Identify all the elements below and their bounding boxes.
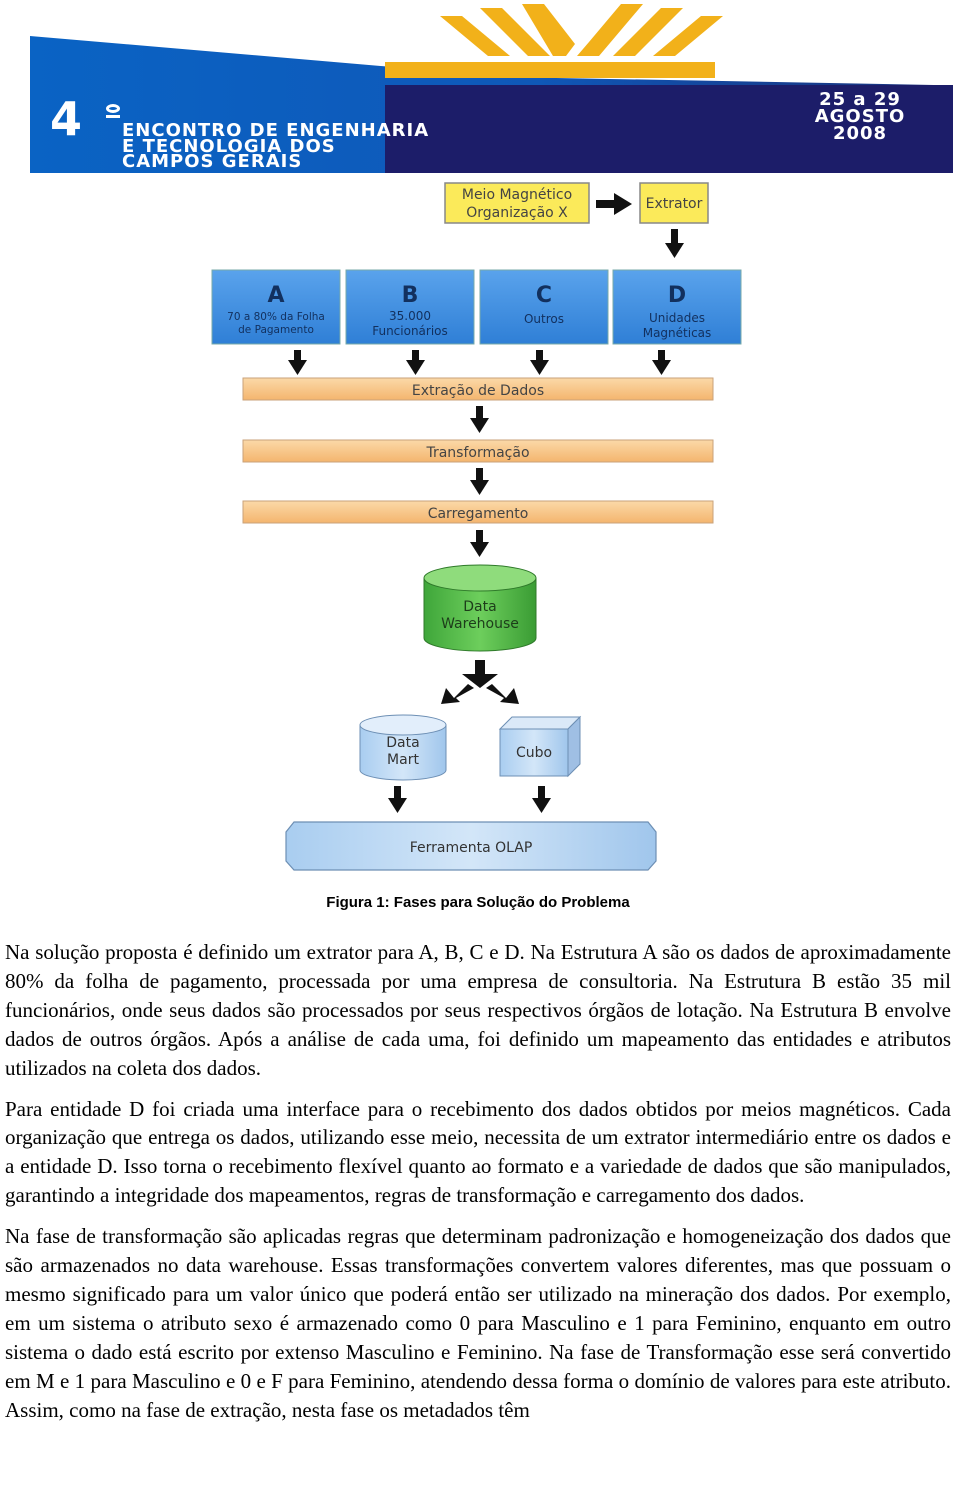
entity-desc-2: de Pagamento [238,324,314,336]
banner-navy-band [385,85,953,173]
arrow-right-icon [596,193,632,215]
entity-desc-1: Unidades [649,311,705,325]
phase-label: Carregamento [428,506,529,522]
datamart-label-2: Mart [387,752,419,768]
entity-letter: D [668,283,686,308]
entity-desc-2: Magnéticas [643,326,712,340]
source-label-1: Meio Magnético [462,187,572,203]
entity-desc-1: Outros [524,312,564,326]
arrow-down-icon [665,229,684,258]
phase-extraction: Extração de Dados [242,377,714,401]
arrow-down-icon [470,468,489,495]
banner-date-line-3: 2008 [832,123,888,144]
entity-desc-1: 35.000 [389,309,431,323]
ordinal-indicator-icon [106,104,120,113]
datamart-label-1: Data [386,735,419,751]
arrow-down-icon [470,530,489,557]
arrow-down-icon [288,350,671,375]
entity-box-b: B 35.000 Funcionários [345,269,475,345]
paragraph: Na solução proposta é definido um extrat… [5,940,951,1080]
figure-caption: Figura 1: Fases para Solução do Problema [326,894,630,911]
banner-date-line-2: AGOSTO [814,106,906,127]
entity-desc-2: Funcionários [372,324,448,338]
entity-letter: C [536,283,552,308]
phase-loading: Carregamento [242,500,714,524]
ordinal-underline [106,115,120,118]
olap-label: Ferramenta OLAP [410,840,533,856]
arrow-down-icon [388,786,551,813]
event-logo-icon [385,4,723,78]
cube-label: Cubo [516,745,552,761]
entity-letter: A [267,283,284,308]
extractor-label: Extrator [646,196,703,212]
source-label-2: Organização X [466,205,568,221]
banner-title-line-1: ENCONTRO DE ENGENHARIA [122,120,430,141]
event-banner: 4 ENCONTRO DE ENGENHARIA E TECNOLOGIA DO… [30,0,953,175]
entity-box-d: D Unidades Magnéticas [612,269,742,345]
article-body: Na solução proposta é definido um extrat… [5,938,951,1437]
paragraph: Para entidade D foi criada uma interface… [5,1096,951,1208]
split-arrow-icon [441,660,519,704]
paragraph: Na fase de transformação são aplicadas r… [5,1224,951,1422]
data-mart-cylinder: Data Mart [359,714,447,781]
etl-diagram: Meio Magnético Organização X Extrator A … [211,182,742,871]
arrow-down-icon [470,406,489,433]
phase-transformation: Transformação [242,439,714,463]
phase-label: Extração de Dados [412,383,544,399]
banner-title-line-2: E TECNOLOGIA DOS [122,136,336,157]
phase-label: Transformação [425,445,529,461]
source-box: Meio Magnético Organização X [444,182,590,224]
entity-letter: B [402,283,419,308]
cube-shape: Cubo [498,715,582,778]
extractor-box: Extrator [639,182,709,224]
data-warehouse-cylinder: Data Warehouse [423,564,537,652]
banner-date-line-1: 25 a 29 [819,89,901,110]
warehouse-label-2: Warehouse [441,616,519,632]
edition-number: 4 [50,92,83,146]
warehouse-label-1: Data [463,599,496,615]
olap-tool-box: Ferramenta OLAP [285,821,657,871]
entity-box-a: A 70 a 80% da Folha de Pagamento [211,269,341,345]
entity-desc-1: 70 a 80% da Folha [227,311,325,323]
banner-title-line-3: CAMPOS GERAIS [122,151,303,172]
entity-box-c: C Outros [479,269,609,345]
